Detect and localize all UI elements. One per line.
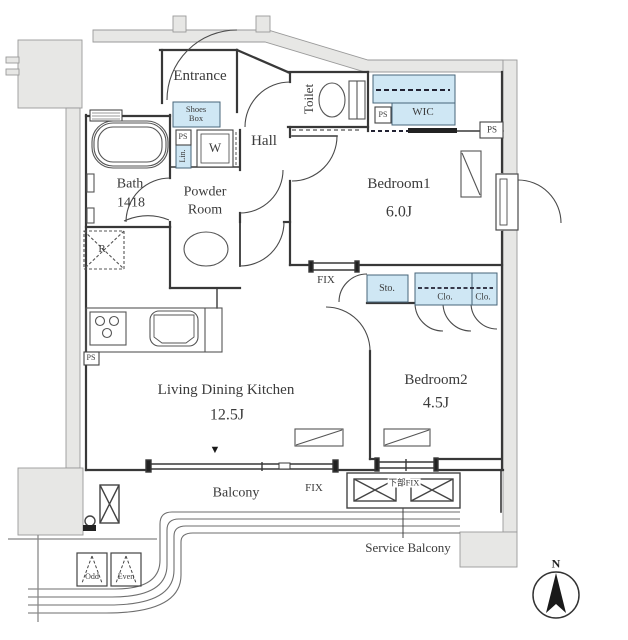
walls	[84, 48, 505, 513]
refrigerator-label: R	[98, 243, 106, 256]
fixtures	[83, 80, 482, 447]
balcony-drain	[84, 515, 96, 527]
ps-box-right	[479, 121, 504, 139]
wic-label: WIC	[412, 106, 434, 119]
fix-window-bedroom1	[308, 260, 360, 273]
bath-size-label: 1418	[117, 195, 145, 211]
shoes-box-line2: Box	[188, 113, 204, 123]
wall-details	[235, 128, 457, 165]
ps-box-powder	[175, 129, 192, 146]
bedroom1-size-label: 6.0J	[385, 203, 413, 221]
ps-box-wic	[374, 106, 392, 124]
fix-label-balcony: FIX	[305, 482, 323, 495]
powder-room-label-2: Room	[187, 202, 223, 218]
evacuation-hatches	[76, 552, 142, 587]
ldk-label: Living Dining Kitchen	[157, 382, 295, 399]
bath-window	[89, 109, 123, 122]
closet-box	[414, 272, 498, 306]
bath-rail-2	[86, 207, 95, 224]
shoes-box-line1: Shoes	[185, 104, 207, 115]
kitchen-counter	[85, 307, 223, 353]
closet-door-arc-3	[470, 302, 498, 330]
balcony-label: Balcony	[212, 485, 260, 501]
wic-label-box	[391, 102, 456, 126]
powder-sink	[183, 231, 229, 267]
closet-right-label: Clo.	[475, 291, 491, 302]
ac-unit-bedroom1	[460, 150, 482, 198]
closet-door-arc-2	[442, 302, 472, 332]
ps-label-right: PS	[486, 124, 498, 135]
bedroom2-size-label: 4.5J	[422, 394, 450, 412]
hatch-odd-label: Odd	[85, 571, 99, 581]
bedroom2-door-arc	[325, 306, 371, 352]
bedroom2-label: Bedroom2	[404, 372, 468, 389]
ps-box-kitchen	[83, 351, 100, 366]
entrance-door-arc	[166, 29, 238, 101]
toilet-fixture	[318, 80, 366, 120]
wic-bottom-wall	[408, 128, 457, 133]
refrigerator-space	[83, 230, 125, 270]
linen-label: Lin.	[177, 149, 187, 163]
service-balcony-label: Service Balcony	[365, 540, 451, 556]
ps-label-powder: PS	[178, 131, 188, 141]
toilet-label: Toilet	[301, 83, 317, 115]
hatch-even-label: Even	[117, 571, 135, 581]
shoes-box	[172, 101, 221, 128]
compass-needle	[546, 573, 566, 613]
entrance-label: Entrance	[173, 68, 227, 85]
closet-left-label: Clo.	[437, 291, 453, 302]
bathtub	[91, 120, 169, 169]
balcony-hatch-box	[99, 484, 120, 524]
bath-door-arc	[125, 177, 171, 223]
windows	[89, 109, 439, 473]
exterior-structure	[5, 15, 518, 568]
hall-label: Hall	[251, 133, 277, 150]
kitchen-sink	[149, 310, 199, 347]
closet-door-arc-1	[414, 302, 444, 332]
ac-unit-ldk	[294, 428, 344, 447]
washer-label: W	[208, 140, 222, 156]
toilet-door-arc	[244, 81, 291, 128]
storage-door-arc	[338, 273, 368, 303]
storage-box	[366, 274, 409, 303]
lower-fix-label: 下部FIX	[387, 477, 421, 488]
stove	[89, 311, 127, 346]
bath-label: Bath	[116, 176, 144, 192]
storage-boxes	[172, 74, 498, 306]
bedroom1-door-arc	[291, 135, 338, 182]
compass	[532, 571, 580, 619]
bath-door-arc2	[123, 215, 170, 222]
ac-unit-bedroom2	[383, 428, 431, 447]
storage-label: Sto.	[379, 282, 395, 294]
hall-ldk-door-arc	[239, 221, 285, 267]
ps-label-wic: PS	[378, 109, 388, 119]
service-balcony-hatch-left	[353, 478, 397, 502]
entry-marker-icon: ▼	[209, 444, 221, 457]
balcony-elements	[83, 472, 461, 538]
powder-room-label-1: Powder	[183, 184, 227, 200]
ps-label-kitchen: PS	[86, 352, 96, 362]
powder-door-arc	[239, 169, 284, 214]
north-label: N	[551, 556, 561, 571]
shoes-box-label: Shoes Box	[186, 105, 206, 123]
site-boundary-lines	[8, 511, 460, 622]
bedroom1-label: Bedroom1	[367, 176, 431, 193]
balcony-sliding-window	[145, 459, 339, 473]
bedroom2-window	[374, 457, 439, 472]
fix-label-bedroom1: FIX	[317, 274, 335, 287]
doors	[123, 29, 562, 352]
ldk-size-label: 12.5J	[209, 406, 245, 424]
bedroom1-exterior-door	[495, 173, 562, 231]
utility-boxes	[83, 106, 504, 366]
bath-rail-1	[86, 173, 95, 193]
